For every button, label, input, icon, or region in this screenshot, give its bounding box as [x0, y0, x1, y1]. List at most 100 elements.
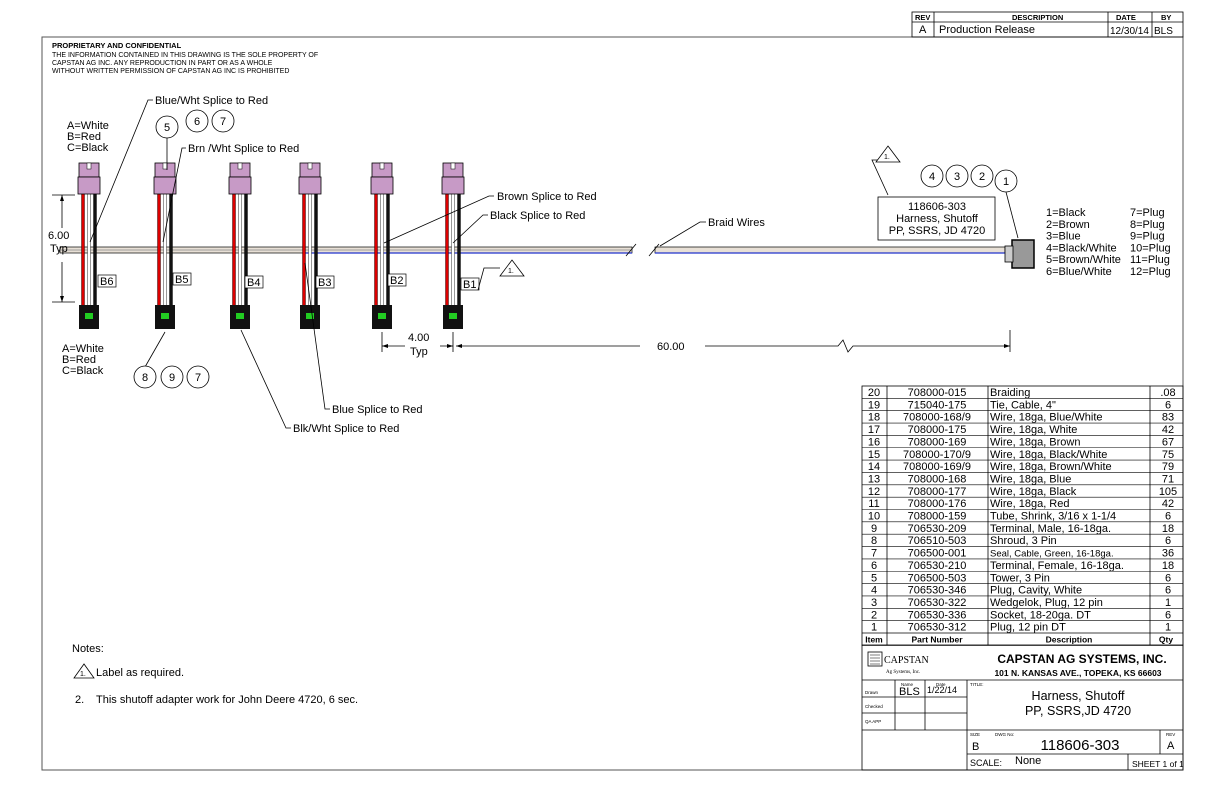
dim-length-value: 60.00: [657, 341, 685, 353]
bom-qty: 105: [1159, 486, 1177, 498]
bom-qty: 42: [1162, 424, 1174, 436]
branch-label-box: [172, 272, 192, 286]
bom-description: Wire, 18ga, Red: [990, 498, 1069, 510]
pinout-entry: 7=Plug: [1130, 207, 1165, 219]
bom-qty: 83: [1162, 412, 1174, 424]
bom-qty: 18: [1162, 523, 1174, 535]
bom-qty: 75: [1162, 449, 1174, 461]
balloon-number: 9: [169, 372, 175, 384]
pinout-entry: 9=Plug: [1130, 231, 1165, 243]
by-header: BY: [1161, 13, 1171, 22]
name-label: Name: [901, 682, 914, 687]
note-marker: 1.: [80, 671, 86, 678]
branch-label: B2: [390, 275, 403, 287]
pinout-legend: 1=Black2=Brown3=Blue4=Black/White5=Brown…: [1046, 207, 1171, 278]
bom-item: 6: [871, 560, 877, 572]
wire: [445, 189, 449, 309]
balloon-number: 2: [979, 171, 985, 183]
pinout-entry: 12=Plug: [1130, 266, 1171, 278]
label-flag-triangle-icon: 1. 1.: [499, 145, 901, 277]
leaders: Blue/Wht Splice to Red Brn /Wht Splice t…: [89, 95, 1019, 435]
sheet-number: SHEET 1 of 1: [1132, 759, 1184, 769]
bom-description: Wire, 18ga, Black/White: [990, 449, 1107, 461]
callout-line: PP, SSRS, JD 4720: [889, 225, 985, 237]
notes-heading: Notes:: [72, 643, 104, 655]
branch-connector: B6: [77, 162, 117, 329]
drawn-by: BLS: [899, 686, 920, 698]
shroud-latch: [378, 313, 386, 319]
leader-blk-wht-splice: Blk/Wht Splice to Red: [293, 423, 399, 435]
bom-qty: 18: [1162, 560, 1174, 572]
note-text: Label as required.: [96, 667, 184, 679]
dim-vertical-note: Typ: [50, 243, 68, 255]
item-balloon: 5: [155, 115, 179, 139]
tower-body: [77, 176, 101, 195]
bom-part-number: 708000-169: [908, 436, 967, 448]
balloon-number: 7: [195, 372, 201, 384]
bom-part-number: 708000-177: [908, 486, 967, 498]
bom-item: 17: [868, 424, 880, 436]
branch-label: B4: [247, 277, 260, 289]
wire: [232, 189, 236, 309]
bom-item: 11: [868, 498, 879, 510]
checked-label: Checked: [865, 704, 883, 709]
rev-date: 12/30/14: [1110, 26, 1149, 37]
title-block: CAPSTAN Ag Systems, Inc. CAPSTAN AG SYST…: [861, 644, 1184, 771]
bom-header: Item: [865, 635, 883, 645]
shroud-latch: [449, 313, 457, 319]
item-balloon: 6: [185, 109, 209, 133]
branch-connector: B3: [298, 162, 335, 329]
wire: [163, 189, 167, 309]
company-address: 101 N. KANSAS AVE., TOPEKA, KS 66603: [994, 668, 1161, 678]
bom-description: Shroud, 3 Pin: [990, 535, 1057, 547]
tower-body: [370, 176, 394, 195]
bom-description: Wire, 18ga, Brown/White: [990, 461, 1112, 473]
item-balloon: 9: [160, 365, 184, 389]
bom-qty: 1: [1165, 597, 1171, 609]
bom-qty: 6: [1165, 609, 1171, 621]
rev-label: REV: [1166, 732, 1175, 737]
scale-value: None: [1015, 755, 1041, 767]
balloon-number: 8: [142, 372, 148, 384]
notice-line: THE INFORMATION CONTAINED IN THIS DRAWIN…: [52, 52, 318, 59]
bom-description: Seal, Cable, Green, 16-18ga.: [990, 549, 1114, 560]
balloon-number: 5: [164, 122, 170, 134]
bom-qty: 42: [1162, 498, 1174, 510]
drawing-subtitle: PP, SSRS,JD 4720: [1025, 704, 1131, 718]
item-balloon: 7: [186, 365, 210, 389]
tower-body: [228, 176, 252, 195]
bom-part-number: 708000-170/9: [903, 449, 971, 461]
wire: [238, 189, 242, 309]
tower-body: [298, 176, 322, 195]
bom-part-number: 706530-209: [908, 523, 967, 535]
dim-spacing-value: 4.00: [408, 332, 429, 344]
pinout-entry: 10=Plug: [1130, 242, 1171, 254]
dim-spacing-note: Typ: [410, 346, 428, 358]
label-flag-triangle-icon: [73, 663, 95, 679]
bom-qty: 36: [1162, 548, 1174, 560]
bom-qty: .08: [1160, 387, 1175, 399]
bom-part-number: 708000-168: [908, 473, 967, 485]
bom-qty: 6: [1165, 535, 1171, 547]
bom-part-number: 708000-015: [908, 387, 967, 399]
bom-description: Wire, 18ga, White: [990, 424, 1077, 436]
bom-header: Part Number: [911, 635, 963, 645]
bom-qty: 79: [1162, 461, 1174, 473]
tower-latch: [162, 162, 168, 170]
branch-label: B3: [318, 277, 331, 289]
pinout-entry: 11=Plug: [1130, 254, 1170, 266]
bom-part-number: 706530-210: [908, 560, 967, 572]
bom-description: Wire, 18ga, Black: [990, 486, 1077, 498]
item-balloon: 3: [945, 164, 969, 188]
pinout-entry: 1=Black: [1046, 207, 1086, 219]
wire: [374, 189, 378, 309]
